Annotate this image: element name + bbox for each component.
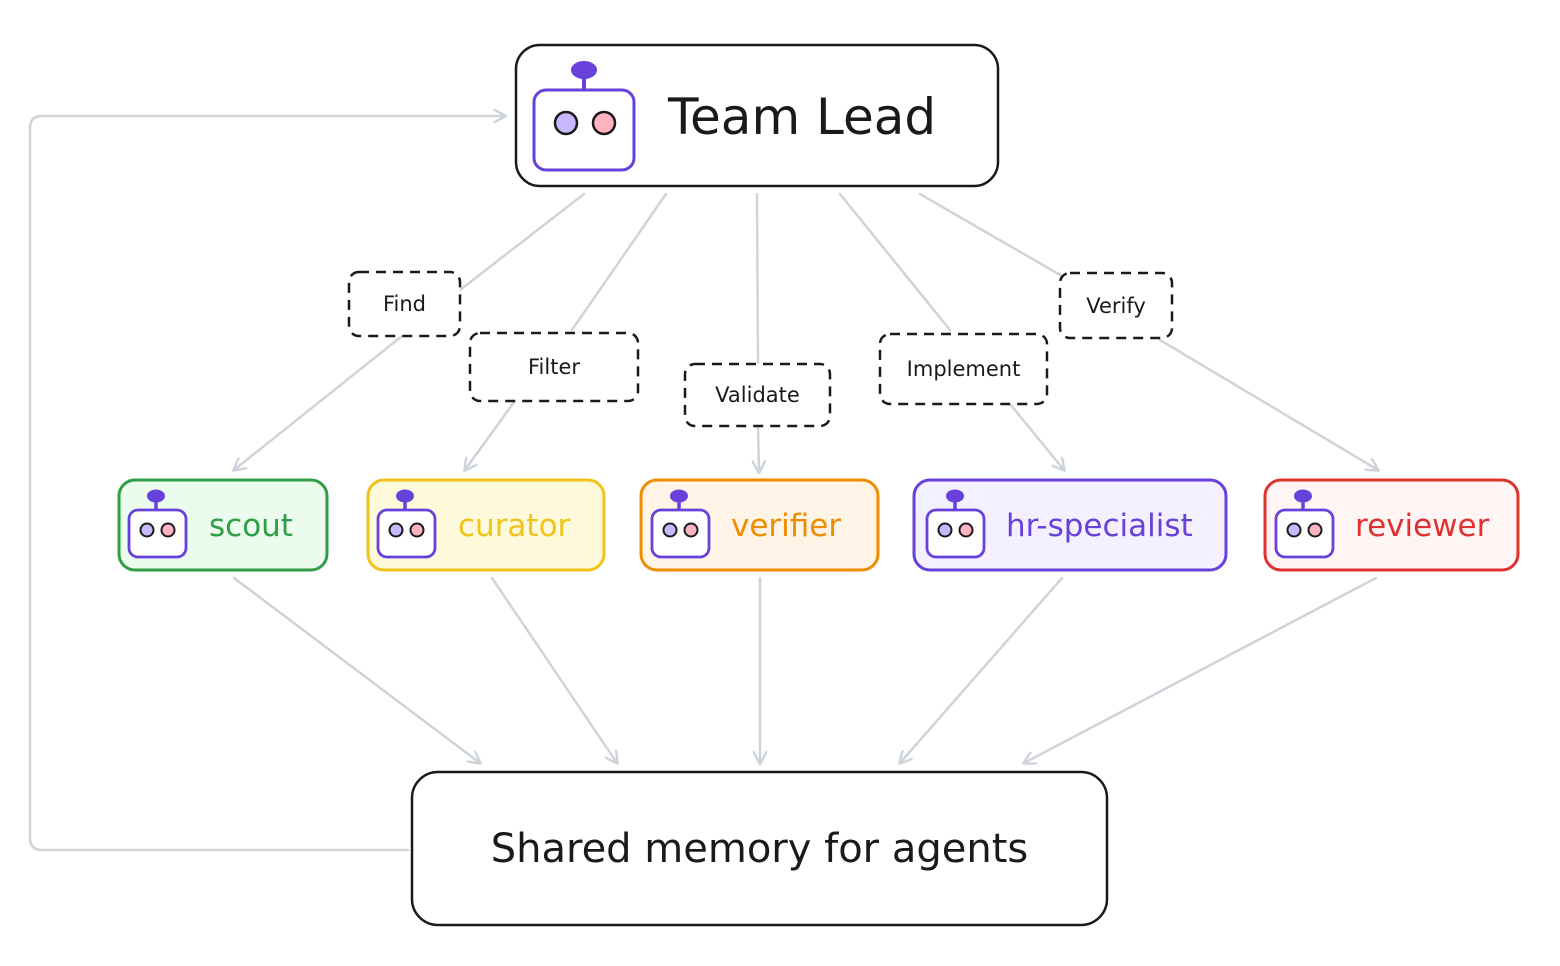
edge-lead-filter	[570, 192, 668, 332]
team-lead-node[interactable]: Team Lead	[514, 43, 1000, 188]
agent-node-verifier[interactable]: verifier	[639, 478, 880, 572]
action-label-text: Validate	[715, 383, 800, 407]
shared-memory-label: Shared memory for agents	[491, 826, 1028, 872]
edge-lead-validate	[755, 192, 760, 366]
edge-verify-reviewer	[1158, 338, 1378, 470]
agent-label: scout	[209, 508, 293, 544]
agent-label: verifier	[731, 508, 841, 544]
robot-icon	[650, 489, 711, 559]
connectors	[28, 116, 1378, 852]
action-label-verify: Verify	[1058, 271, 1174, 340]
edge-hr-memory	[900, 576, 1064, 763]
action-label-text: Filter	[528, 355, 580, 379]
edge-curator-memory	[490, 576, 617, 763]
edge-find-scout	[234, 334, 404, 470]
robot-icon	[376, 489, 437, 559]
agent-node-curator[interactable]: curator	[366, 478, 606, 572]
robot-icon	[532, 61, 636, 172]
action-label-text: Verify	[1086, 294, 1146, 318]
robot-icon	[127, 489, 188, 559]
action-label-filter: Filter	[468, 331, 640, 403]
shared-memory-node[interactable]: Shared memory for agents	[410, 770, 1109, 927]
agent-label: hr-specialist	[1006, 508, 1193, 544]
edge-reviewer-memory	[1024, 576, 1378, 763]
action-label-validate: Validate	[683, 362, 832, 428]
edge-scout-memory	[232, 576, 480, 763]
edge-lead-implement	[838, 192, 952, 332]
edge-filter-curator	[465, 400, 516, 470]
action-label-text: Implement	[907, 357, 1021, 381]
edge-memory-lead-loop	[28, 116, 505, 852]
action-label-find: Find	[347, 270, 462, 338]
team-lead-label: Team Lead	[667, 88, 936, 146]
edge-lead-verify	[918, 192, 1064, 278]
agent-node-scout[interactable]: scout	[117, 478, 329, 572]
action-label-text: Find	[383, 292, 426, 316]
action-label-implement: Implement	[878, 332, 1049, 406]
agent-node-reviewer[interactable]: reviewer	[1263, 478, 1520, 572]
agent-label: reviewer	[1355, 508, 1490, 544]
robot-icon	[925, 489, 986, 559]
edge-implement-hr	[1008, 402, 1064, 470]
agent-node-hr-specialist[interactable]: hr-specialist	[912, 478, 1228, 572]
robot-icon	[1274, 489, 1335, 559]
edge-validate-verifier	[758, 424, 759, 472]
edge-lead-find	[458, 192, 586, 292]
agent-label: curator	[458, 508, 571, 544]
